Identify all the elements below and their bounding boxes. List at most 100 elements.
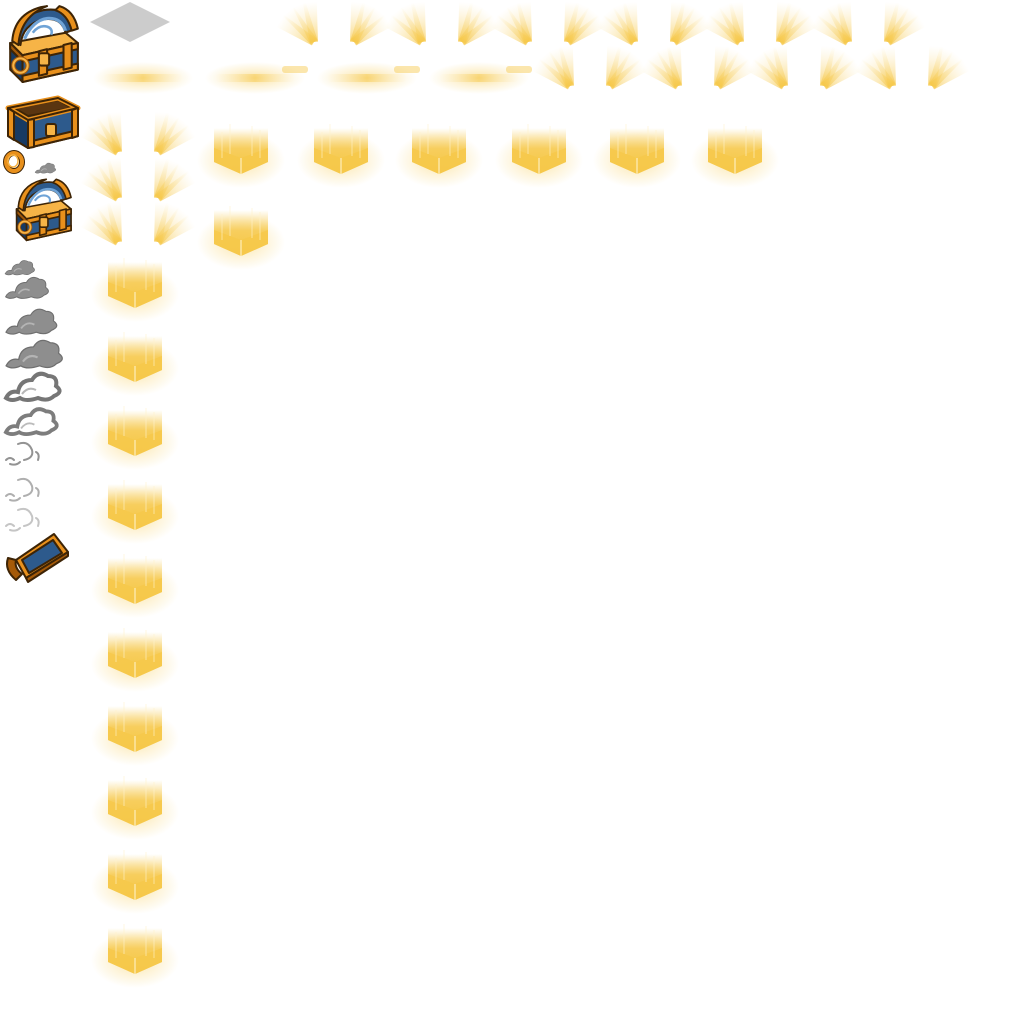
light-rays-sprite: [854, 44, 970, 90]
light-rays-icon: [854, 45, 970, 90]
glow-block-icon: [91, 628, 179, 692]
light-rays-icon: [80, 111, 196, 156]
glow-streak-icon: [205, 62, 308, 94]
glow-block-icon: [91, 924, 179, 988]
light-rays-sprite: [532, 44, 648, 90]
glow-block-sprite: [394, 118, 484, 188]
glow-block-sprite: [196, 200, 286, 270]
light-rays-sprite: [490, 0, 606, 46]
smoke-puff-sprite: [2, 336, 63, 370]
light-rays-sprite: [746, 44, 862, 90]
glow-block-sprite: [90, 918, 180, 988]
glow-streak-icon: [93, 62, 193, 94]
treasure-chest-open-icon: [5, 95, 81, 149]
light-rays-icon: [276, 1, 392, 46]
light-rays-sprite: [702, 0, 818, 46]
smoke-puff-icon: [34, 162, 57, 174]
glow-block-icon: [91, 406, 179, 470]
glow-block-icon: [297, 124, 385, 188]
smoke-puff-icon: [3, 371, 62, 402]
light-rays-icon: [810, 1, 926, 46]
glow-block-icon: [91, 702, 179, 766]
treasure-chest-closed-icon: [15, 178, 72, 242]
smoke-puff-icon: [5, 477, 40, 502]
light-rays-sprite: [810, 0, 926, 46]
glow-block-sprite: [690, 118, 780, 188]
light-rays-icon: [384, 1, 500, 46]
smoke-puff-icon: [4, 260, 35, 276]
glow-block-sprite: [90, 252, 180, 322]
chest-closed-small-sprite: [2, 176, 84, 242]
glow-block-sprite: [90, 770, 180, 840]
smoke-puff-sprite: [2, 302, 62, 336]
light-rays-icon: [746, 45, 862, 90]
chest-closed-sprite: [2, 2, 84, 84]
smoke-puff-sprite: [2, 434, 62, 468]
glow-streak-sprite: [200, 56, 310, 100]
glow-block-sprite: [592, 118, 682, 188]
smoke-puff-sprite: [2, 242, 62, 276]
smoke-puff-icon: [5, 507, 40, 532]
glow-block-sprite: [90, 844, 180, 914]
floor-tile-sprite: [88, 0, 172, 44]
light-rays-icon: [640, 45, 756, 90]
smoke-puff-sprite: [30, 150, 78, 174]
light-rays-icon: [490, 1, 606, 46]
light-rays-sprite: [384, 0, 500, 46]
glow-block-sprite: [90, 622, 180, 692]
glow-block-sprite: [90, 474, 180, 544]
glow-streak-sprite: [424, 56, 534, 100]
floor-tile-icon: [90, 2, 170, 42]
glow-block-icon: [91, 332, 179, 396]
glow-streak-sprite: [312, 56, 422, 100]
smoke-puff-icon: [4, 276, 49, 299]
glow-block-icon: [593, 124, 681, 188]
light-rays-icon: [80, 201, 196, 246]
light-rays-icon: [80, 157, 196, 202]
smoke-puff-icon: [5, 441, 40, 466]
glow-block-icon: [91, 850, 179, 914]
glow-block-sprite: [90, 326, 180, 396]
light-rays-icon: [532, 45, 648, 90]
glow-block-icon: [91, 776, 179, 840]
glow-block-icon: [91, 554, 179, 618]
glow-streak-icon: [317, 62, 420, 94]
light-rays-sprite: [596, 0, 712, 46]
light-rays-sprite: [80, 110, 196, 156]
light-rays-sprite: [640, 44, 756, 90]
glow-streak-icon: [429, 62, 532, 94]
glow-block-icon: [395, 124, 483, 188]
smoke-puff-sprite: [2, 402, 62, 436]
light-rays-sprite: [80, 200, 196, 246]
smoke-puff-icon: [5, 308, 58, 335]
chest-open-sprite: [2, 86, 82, 150]
glow-block-icon: [91, 258, 179, 322]
glow-block-icon: [495, 124, 583, 188]
glow-block-sprite: [196, 118, 286, 188]
glow-streak-sprite: [88, 56, 198, 100]
smoke-puff-icon: [3, 407, 59, 436]
treasure-chest-closed-icon: [9, 5, 79, 83]
glow-block-sprite: [296, 118, 386, 188]
chest-lid-sprite: [2, 526, 72, 586]
light-rays-icon: [596, 1, 712, 46]
glow-block-sprite: [90, 400, 180, 470]
smoke-puff-sprite: [2, 368, 62, 402]
lock-ring-icon: [3, 150, 25, 174]
smoke-puff-sprite: [2, 266, 62, 300]
glow-block-icon: [91, 480, 179, 544]
light-rays-sprite: [276, 0, 392, 46]
glow-block-sprite: [90, 696, 180, 766]
smoke-puff-icon: [5, 339, 63, 369]
chest-lid-icon: [6, 533, 69, 583]
glow-block-icon: [197, 206, 285, 270]
glow-block-sprite: [90, 548, 180, 618]
smoke-puff-sprite: [2, 500, 62, 534]
light-rays-icon: [702, 1, 818, 46]
glow-block-icon: [691, 124, 779, 188]
light-rays-sprite: [80, 156, 196, 202]
glow-block-icon: [197, 124, 285, 188]
glow-block-sprite: [494, 118, 584, 188]
chest-ring-sprite: [2, 150, 26, 174]
